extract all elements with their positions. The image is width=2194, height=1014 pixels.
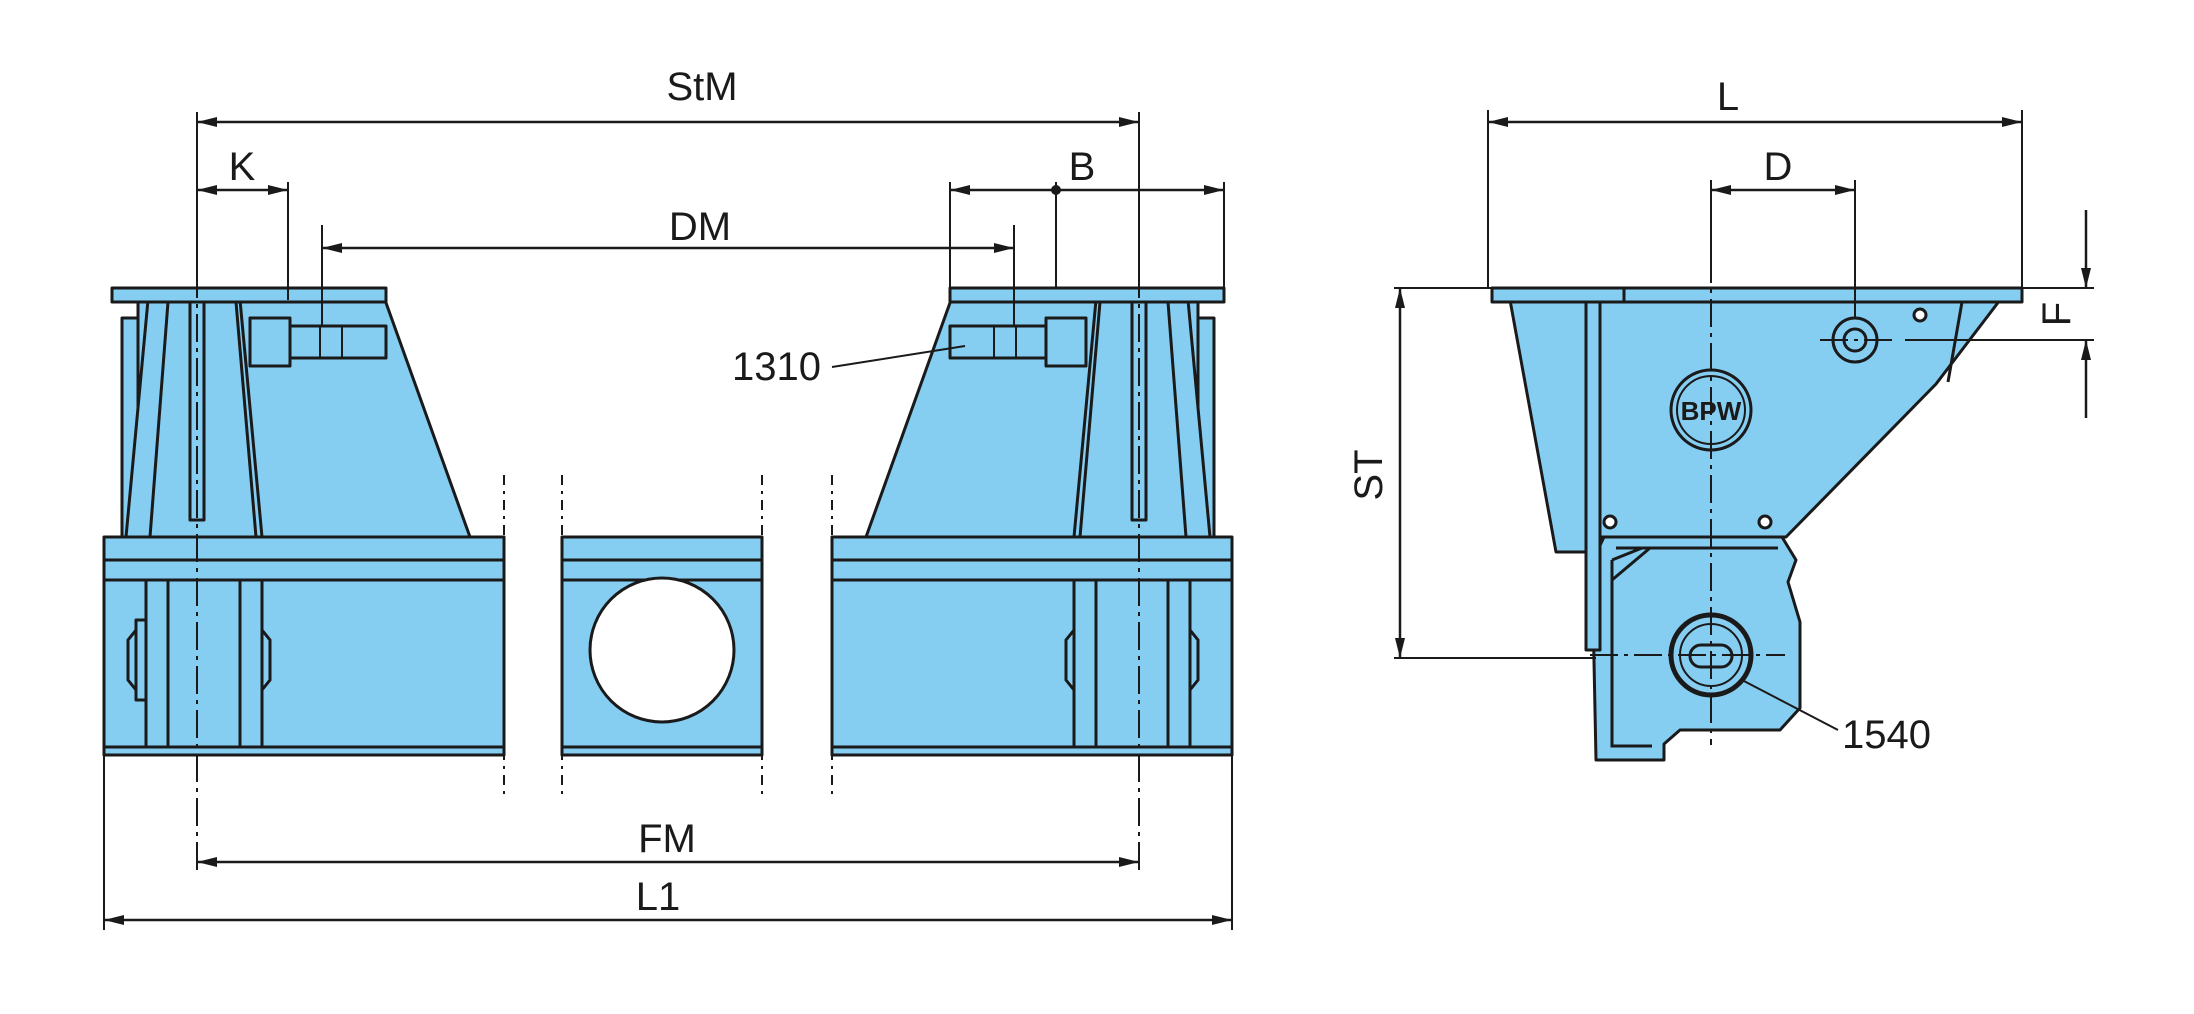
side-extension-lines — [1394, 110, 2094, 659]
left-bracket — [110, 286, 472, 749]
dim-st-label: ST — [1347, 449, 1391, 500]
right-bracket — [864, 286, 1226, 749]
dim-l1-label: L1 — [636, 875, 681, 919]
dim-fm-label: FM — [638, 817, 696, 861]
side-bracket-body — [1508, 298, 2002, 554]
front-dimensions — [104, 117, 1232, 925]
dim-dm-label: DM — [669, 205, 731, 249]
side-view: BPW — [1347, 75, 2094, 762]
dim-f-label: F — [2035, 302, 2079, 326]
side-top-plate — [1490, 286, 2024, 304]
beam-hole — [588, 576, 736, 724]
dim-b-label: B — [1069, 145, 1096, 189]
dim-l-label: L — [1717, 75, 1739, 119]
side-axle-seat — [1590, 535, 1802, 762]
dim-d-label: D — [1764, 145, 1793, 189]
callout-1540-label: 1540 — [1842, 713, 1931, 757]
cross-beam — [102, 535, 1234, 757]
dim-stm-label: StM — [666, 65, 737, 109]
dim-b-center-dot — [1051, 185, 1061, 195]
callout-1540-leader — [1741, 679, 1839, 731]
callout-1310-leader — [831, 345, 966, 368]
dim-k-label: K — [229, 145, 256, 189]
break-lines — [503, 475, 833, 795]
front-view: StM K DM B FM L1 1310 — [102, 65, 1234, 930]
side-dimensions — [1395, 117, 2091, 731]
callout-1310-label: 1310 — [732, 345, 821, 389]
